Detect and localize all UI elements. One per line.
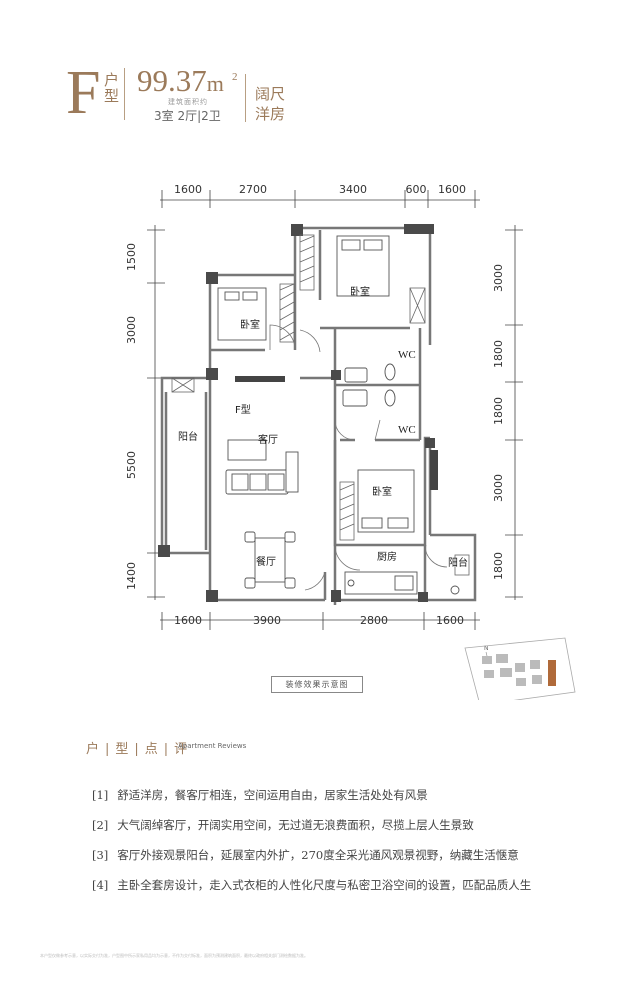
dim-bottom-label: 3900 — [253, 614, 281, 627]
room-label-bedroom-left: 卧室 — [240, 318, 260, 331]
dim-top-label: 1600 — [438, 183, 466, 196]
room-label-living: 客厅 — [258, 433, 278, 446]
render-caption: 装修效果示意图 — [271, 676, 363, 693]
reviews-title: 户|型|点|评 — [86, 742, 194, 757]
unit-type-letter: F — [66, 59, 101, 127]
window — [430, 450, 438, 490]
dimension-labels: 1600 2700 3400 600 1600 1600 3900 2800 1… — [125, 183, 505, 627]
dim-right-label: 3000 — [492, 264, 505, 292]
unit-area-sup: 2 — [232, 71, 238, 83]
dim-bottom-label: 1600 — [436, 614, 464, 627]
review-item: [2] 大气阔绰客厅，开阔实用空间，无过道无浪费面积，尽揽上层人生景致 — [92, 817, 474, 833]
review-item-number: [1] — [92, 788, 109, 802]
dim-bottom-label: 2800 — [360, 614, 388, 627]
review-item-text: 舒适洋房，餐客厅相连，空间运用自由，居家生活处处有风景 — [117, 788, 428, 802]
site-key-plan: N — [464, 637, 576, 700]
review-item: [1] 舒适洋房，餐客厅相连，空间运用自由，居家生活处处有风景 — [92, 787, 428, 803]
review-item: [3] 客厅外接观景阳台，延展室内外扩，270度全采光通风观景视野，纳藏生活惬意 — [92, 847, 519, 863]
tv-cabinet — [235, 376, 285, 382]
review-item-number: [4] — [92, 878, 109, 892]
floor-plan: 1600 2700 3400 600 1600 1600 3900 2800 1… — [125, 183, 576, 700]
dim-top-label: 600 — [406, 183, 427, 196]
dim-top-label: 1600 — [174, 183, 202, 196]
dim-left-label: 5500 — [125, 451, 138, 479]
dim-left-label: 1500 — [125, 243, 138, 271]
dimension-lines — [147, 190, 523, 630]
room-label-bedroom-bottom: 卧室 — [372, 485, 392, 498]
unit-area-unit: m — [206, 71, 224, 96]
dim-right-label: 1800 — [492, 397, 505, 425]
review-item-text: 主卧全套房设计，走入式衣柜的人性化尺度与私密卫浴空间的设置，匹配品质人生 — [117, 878, 532, 892]
walls — [160, 226, 477, 605]
room-label-type-mark: F型 — [235, 403, 251, 416]
header-divider — [124, 68, 125, 120]
header-divider — [245, 74, 246, 122]
disclaimer: 本户型仅做参考示意，以实际交付为准，户型图中所示家私用品均为示意，不作为交付标准… — [40, 953, 308, 958]
unit-area-caption: 建筑面积约 — [168, 98, 208, 106]
dim-right-label: 1800 — [492, 552, 505, 580]
unit-series: 阔尺洋房 — [255, 85, 286, 123]
dim-top-label: 2700 — [239, 183, 267, 196]
unit-rooms: 3室 2厅|2卫 — [154, 109, 221, 123]
room-label-dining: 餐厅 — [256, 555, 276, 568]
dim-right-label: 1800 — [492, 340, 505, 368]
review-item-number: [3] — [92, 848, 109, 862]
doors — [269, 324, 448, 591]
dim-top-label: 3400 — [339, 183, 367, 196]
room-label-kitchen: 厨房 — [377, 550, 397, 563]
review-item-number: [2] — [92, 818, 109, 832]
room-label-bedroom-top: 卧室 — [350, 285, 370, 298]
unit-area: 99.37m — [137, 64, 224, 101]
structural-columns — [158, 224, 435, 602]
dim-left-label: 3000 — [125, 316, 138, 344]
review-item: [4] 主卧全套房设计，走入式衣柜的人性化尺度与私密卫浴空间的设置，匹配品质人生 — [92, 877, 531, 893]
room-labels: 卧室 卧室 卧室 WC WC 阳台 阳台 客厅 餐厅 厨房 F型 — [178, 285, 468, 569]
dim-left-label: 1400 — [125, 562, 138, 590]
room-label-balcony-left: 阳台 — [178, 430, 198, 443]
room-label-balcony-right: 阳台 — [448, 556, 468, 569]
review-item-text: 大气阔绰客厅，开阔实用空间，无过道无浪费面积，尽揽上层人生景致 — [117, 818, 474, 832]
unit-type-label: 户型 — [104, 71, 120, 105]
wardrobes — [171, 234, 470, 576]
dim-bottom-label: 1600 — [174, 614, 202, 627]
reviews-title-en: Apartment Reviews — [178, 742, 247, 750]
furniture — [217, 235, 460, 595]
room-label-wc1: WC — [398, 349, 416, 361]
north-mark: N — [484, 645, 489, 652]
unit-area-value: 99.37 — [137, 63, 207, 98]
review-item-text: 客厅外接观景阳台，延展室内外扩，270度全采光通风观景视野，纳藏生活惬意 — [117, 848, 519, 862]
room-label-wc2: WC — [398, 424, 416, 436]
dim-right-label: 3000 — [492, 474, 505, 502]
